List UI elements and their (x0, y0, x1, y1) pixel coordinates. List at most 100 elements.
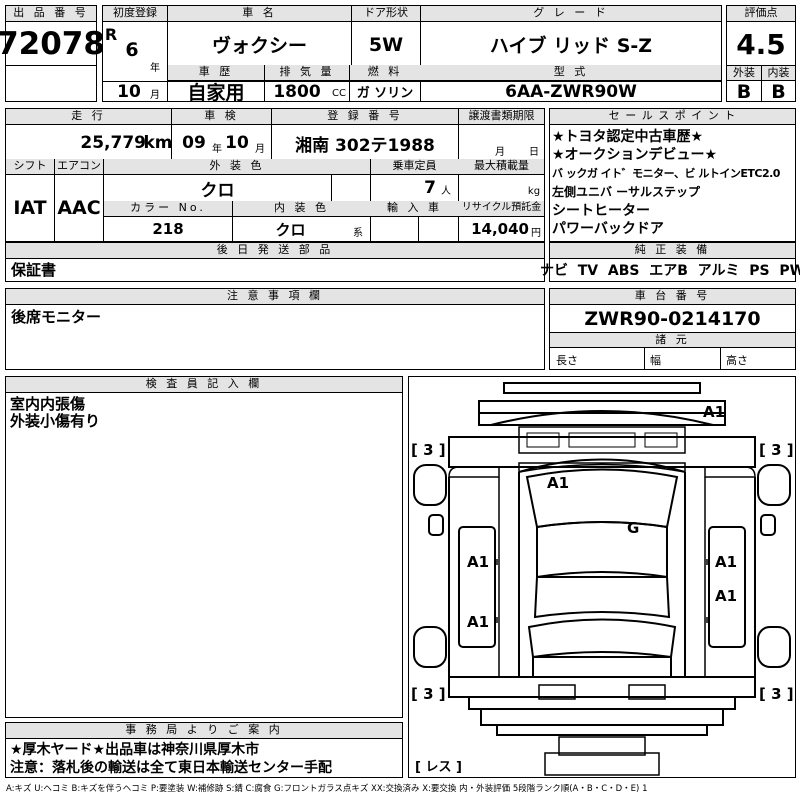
chassis-label: 車 台 番 号 (550, 289, 795, 305)
mileage-label: 走 行 (6, 109, 171, 125)
door-type: 5W (368, 33, 404, 56)
damage-mark-1: A1 (703, 403, 725, 421)
lot-number: 72078 (0, 26, 105, 62)
lot-number-label: 出 品 番 号 (6, 6, 96, 22)
capacity-label: 乗車定員 (371, 159, 458, 175)
later-parts-box: 後 日 発 送 部 品 保証書 (5, 242, 545, 282)
displacement-label: 排 気 量 (265, 65, 349, 81)
sales-point-4: 左側ユニバ ーサルステップ (552, 185, 700, 199)
height-label: 高さ (726, 354, 748, 367)
sales-points-box: セ ー ル ス ポ イ ン ト ★トヨタ認定中古車歴★ ★オークションデビュー★… (549, 108, 796, 242)
load-label: 最大積載量 (459, 159, 544, 175)
tire-depth-front-right: [ 3 ] (759, 441, 794, 459)
inspection-month: 10 (225, 133, 249, 153)
score-label: 評価点 (727, 6, 795, 22)
damage-mark-3: G (627, 519, 639, 537)
grade: ハイブ リッド S-Z (489, 35, 653, 57)
vehicle-header: 初度登録 車 名 ドア形状 グ レ ー ド R 6 年 ヴォクシー 5W ハイブ… (102, 5, 722, 104)
lot-number-box: 出 品 番 号 72078 (0, 5, 105, 102)
fuel-label: 燃 料 (350, 65, 420, 81)
model: 6AA-ZWR90W (505, 81, 637, 102)
mileage-unit: km (143, 133, 173, 153)
exterior-grade: B (736, 80, 752, 103)
ext-color-label: 外 装 色 (104, 159, 370, 175)
first-reg-year: 6 (125, 39, 139, 61)
transfer-month: 月 (495, 146, 505, 158)
aircon: AAC (57, 197, 101, 219)
inspection-label: 車 検 (172, 109, 271, 125)
inspection-year: 09 (182, 133, 206, 153)
damage-mark-7: A1 (467, 613, 489, 631)
import-label: 輸 入 車 (371, 201, 458, 217)
notes-label: 注 意 事 項 欄 (6, 289, 544, 305)
registration-label: 登 録 番 号 (272, 109, 458, 125)
office-label: 事 務 局 よ り ご 案 内 (6, 723, 402, 739)
score-box: 評価点 4.5 外装 内装 B B (726, 5, 796, 103)
recycle-unit: 円 (531, 227, 541, 239)
int-color-unit: 系 (353, 227, 363, 239)
inspector-box: 検 査 員 記 入 欄 室内内張傷 外装小傷有り (5, 376, 403, 718)
notes-box: 注 意 事 項 欄 後席モニター (5, 288, 545, 370)
registration: 湘南 302テ1988 (295, 135, 435, 156)
chassis-number: ZWR90-0214170 (584, 308, 761, 330)
car-name-label: 車 名 (168, 6, 351, 22)
specs-label: 諸 元 (550, 332, 795, 348)
aircon-label: エアコン (55, 159, 103, 175)
width-label: 幅 (650, 354, 661, 367)
sales-point-6: パワーバックドア (552, 221, 664, 237)
recycle-fee: 14,040 (471, 220, 529, 238)
office-box: 事 務 局 よ り ご 案 内 ★厚木ヤード★出品車は神奈川県厚木市 注意：落札… (5, 722, 403, 778)
interior-label: 内装 (762, 65, 795, 81)
model-label: 型 式 (421, 65, 721, 81)
color-no-label: カラー No. (104, 201, 232, 217)
spare-tire: [ レス ] (415, 760, 462, 775)
inspector-line-1: 室内内張傷 (10, 395, 86, 413)
era: R (104, 24, 118, 44)
exterior-label: 外装 (727, 65, 761, 81)
score: 4.5 (736, 27, 786, 61)
damage-mark-6: A1 (715, 587, 737, 605)
length-label: 長さ (556, 354, 578, 367)
office-line-2: 注意：落札後の輸送は全て東日本輸送センター手配 (10, 760, 332, 776)
later-parts: 保証書 (11, 261, 57, 279)
int-color-label: 内 装 色 (233, 201, 370, 217)
capacity-unit: 人 (441, 185, 451, 197)
sales-point-1: ★トヨタ認定中古車歴★ (552, 129, 704, 145)
notes-text: 後席モニター (11, 308, 102, 326)
tire-depth-rear-right: [ 3 ] (759, 685, 794, 703)
transfer-label: 譲渡書類期限 (459, 109, 544, 125)
sales-point-2: ★オークションデビュー★ (552, 147, 718, 163)
interior-grade: B (771, 80, 786, 103)
car-diagram: [ 3 ] [ 3 ] [ 3 ] [ 3 ] [ レス ] A1 A1 G A… (411, 382, 794, 776)
history: 自家用 (187, 82, 245, 104)
tire-depth-rear-left: [ 3 ] (411, 685, 446, 703)
chassis-box: 車 台 番 号 ZWR90-0214170 諸 元 長さ 幅 高さ (549, 288, 796, 370)
car-name: ヴォクシー (211, 35, 307, 57)
shift-label: シフト (6, 159, 54, 175)
capacity: 7 (424, 178, 436, 198)
ext-color: クロ (200, 180, 235, 201)
tire-depth-front-left: [ 3 ] (411, 441, 446, 459)
inspector-label: 検 査 員 記 入 欄 (6, 377, 402, 393)
load-unit: kg (527, 185, 541, 197)
year-unit: 年 (150, 62, 160, 74)
first-reg-month: 10 (117, 81, 141, 102)
damage-mark-5: A1 (715, 553, 737, 571)
month-unit: 月 (150, 89, 160, 101)
sales-point-5: シートヒーター (552, 203, 650, 219)
office-line-1: ★厚木ヤード★出品車は神奈川県厚木市 (10, 742, 260, 758)
recycle-label: リサイクル預託金 (459, 201, 544, 217)
first-reg-label: 初度登録 (103, 6, 167, 22)
shift: IAT (13, 197, 47, 219)
details-table: 走 行 車 検 登 録 番 号 譲渡書類期限 25,779 km 09 年 10… (5, 108, 545, 242)
transfer-day: 日 (529, 146, 539, 158)
mileage: 25,779 (80, 133, 146, 153)
color-no: 218 (152, 220, 184, 238)
displacement: 1800 (273, 81, 321, 102)
sales-point-3: バ ックガ イト゛モニター、ビ ルトインETC2.0 (552, 167, 780, 180)
later-parts-label: 後 日 発 送 部 品 (6, 243, 544, 259)
history-label: 車 歴 (168, 65, 264, 81)
damage-mark-2: A1 (547, 474, 569, 492)
legend: A:キズ U:ヘコミ B:キズを伴うヘコミ P:要塗装 W:補修跡 S:錆 C:… (6, 784, 648, 794)
int-color: クロ (275, 220, 306, 239)
